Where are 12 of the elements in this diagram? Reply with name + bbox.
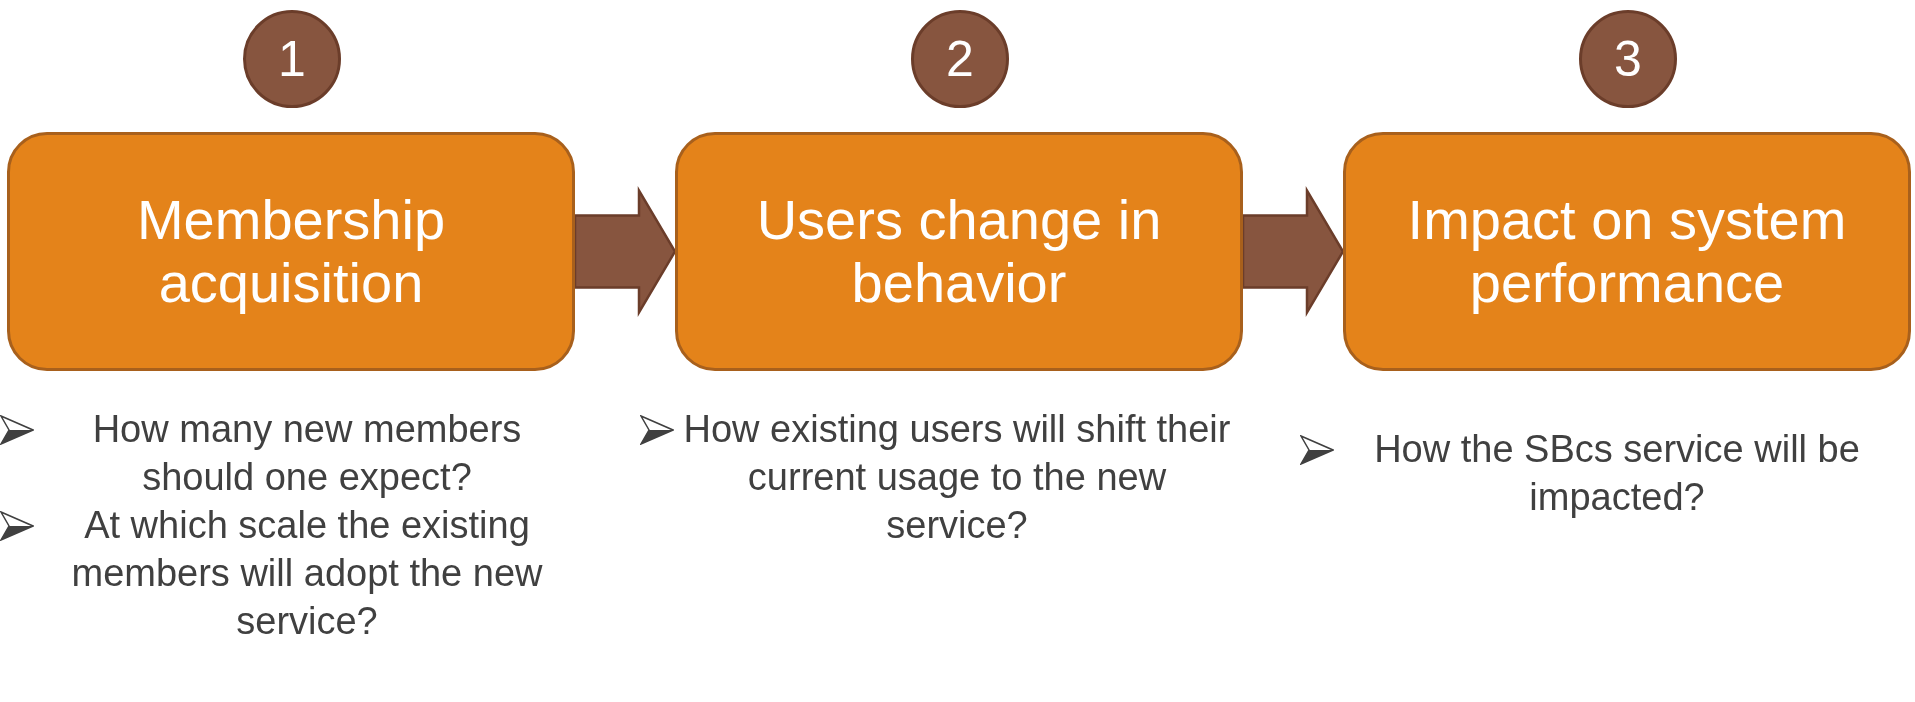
process-box: Impact on system performance bbox=[1343, 132, 1911, 371]
block-arrow bbox=[573, 185, 677, 318]
step-number-circle: 3 bbox=[1579, 10, 1677, 108]
bullet-text: How many new members should one expect? bbox=[91, 407, 523, 500]
block-arrow bbox=[1241, 185, 1345, 318]
bullet-text: At which scale the existing members will adopt the new service? bbox=[70, 503, 544, 644]
step-number-circle: 1 bbox=[243, 10, 341, 108]
process-box: Membership acquisition bbox=[7, 132, 575, 371]
process-box: Users change in behavior bbox=[675, 132, 1243, 371]
bullet-text: How the SBcs service will be impacted? bbox=[1373, 427, 1861, 520]
bullet-text: How existing users will shift their current usage to the new service? bbox=[682, 407, 1232, 548]
step-number-circle: 2 bbox=[911, 10, 1009, 108]
